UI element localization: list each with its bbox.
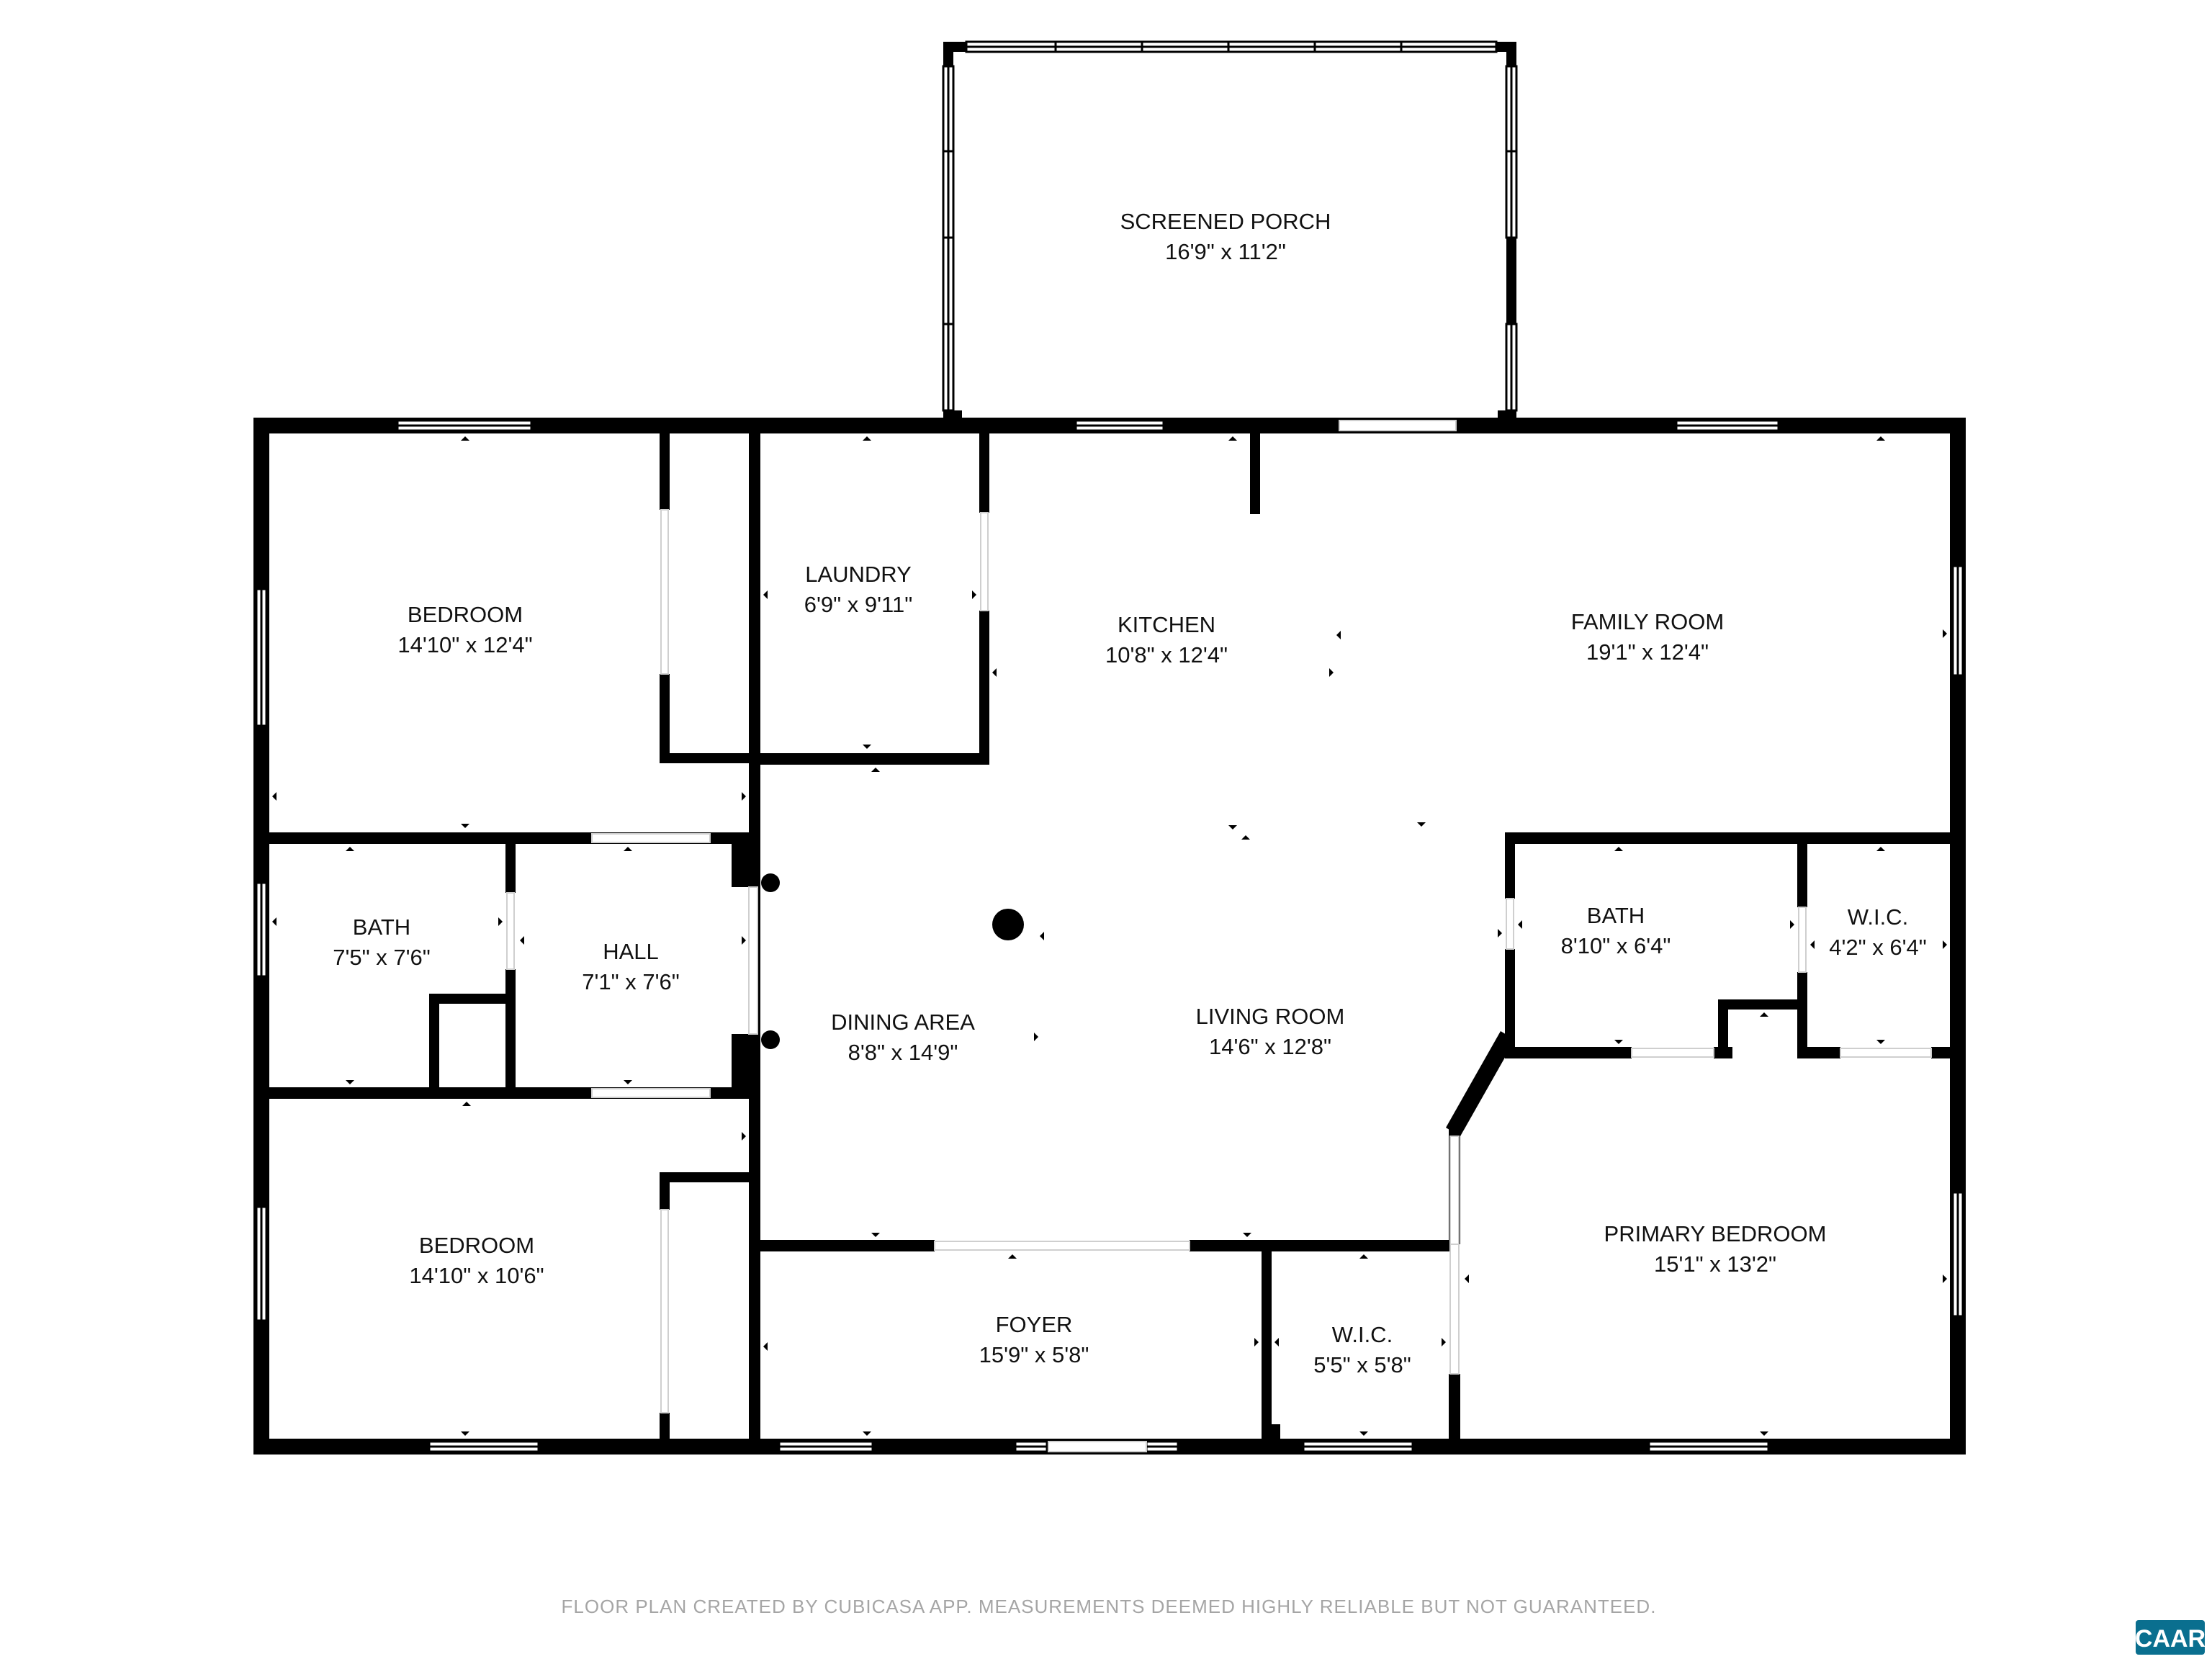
room-label-foyer: FOYER 15'9" x 5'8" (979, 1312, 1089, 1367)
room-name: HALL (603, 939, 659, 964)
room-name: BATH (353, 914, 410, 940)
room-label-living-room: LIVING ROOM 14'6" x 12'8" (1196, 1004, 1345, 1059)
room-name: LAUNDRY (805, 562, 912, 587)
room-name: BEDROOM (408, 602, 523, 627)
room-label-bedroom-2: BEDROOM 14'10" x 10'6" (409, 1233, 544, 1288)
room-label-hall: HALL 7'1" x 7'6" (582, 939, 680, 994)
room-dimensions: 6'9" x 9'11" (804, 592, 912, 617)
fixtures (761, 873, 1024, 1049)
room-label-wic-1: W.I.C. 4'2" x 6'4" (1829, 904, 1927, 960)
room-label-screened-porch: SCREENED PORCH 16'9" x 11'2" (1120, 209, 1331, 264)
caar-logo-text: CAAR (2135, 1625, 2206, 1653)
room-name: DINING AREA (831, 1010, 975, 1035)
room-name: KITCHEN (1118, 612, 1215, 637)
caar-logo-badge (2136, 1620, 2205, 1655)
room-label-laundry: LAUNDRY 6'9" x 9'11" (804, 562, 912, 617)
room-name: BATH (1587, 903, 1645, 928)
room-label-primary-bedroom: PRIMARY BEDROOM 15'1" x 13'2" (1604, 1221, 1827, 1277)
room-dimensions: 4'2" x 6'4" (1829, 935, 1927, 960)
room-dimensions: 14'10" x 12'4" (397, 632, 532, 657)
room-name: FAMILY ROOM (1571, 609, 1724, 634)
room-dimensions: 8'8" x 14'9" (848, 1040, 958, 1065)
windows (255, 40, 1964, 1453)
room-dimensions: 10'8" x 12'4" (1105, 642, 1228, 667)
room-dimensions: 8'10" x 6'4" (1561, 933, 1671, 958)
room-label-dining-area: DINING AREA 8'8" x 14'9" (831, 1010, 975, 1065)
room-name: SCREENED PORCH (1120, 209, 1331, 234)
room-name: W.I.C. (1848, 904, 1908, 930)
room-dimensions: 19'1" x 12'4" (1586, 639, 1709, 665)
room-name: FOYER (996, 1312, 1073, 1337)
room-dimensions: 15'9" x 5'8" (979, 1342, 1089, 1367)
room-dimensions: 14'6" x 12'8" (1209, 1034, 1331, 1059)
door-openings (506, 420, 1932, 1452)
room-dimensions: 16'9" x 11'2" (1165, 239, 1286, 264)
caar-logo: CAAR (2135, 1620, 2206, 1655)
room-dimensions: 7'5" x 7'6" (333, 945, 431, 970)
room-dimensions: 15'1" x 13'2" (1654, 1251, 1776, 1277)
room-name: BEDROOM (419, 1233, 534, 1258)
room-name: W.I.C. (1332, 1322, 1393, 1347)
room-label-family-room: FAMILY ROOM 19'1" x 12'4" (1571, 609, 1724, 665)
room-name: PRIMARY BEDROOM (1604, 1221, 1827, 1246)
measurement-ticks (272, 436, 1947, 1436)
room-dimensions: 7'1" x 7'6" (582, 969, 680, 994)
room-label-kitchen: KITCHEN 10'8" x 12'4" (1105, 612, 1228, 667)
room-dimensions: 5'5" x 5'8" (1313, 1352, 1411, 1377)
room-label-wic-2: W.I.C. 5'5" x 5'8" (1313, 1322, 1411, 1377)
disclaimer-text: FLOOR PLAN CREATED BY CUBICASA APP. MEAS… (562, 1596, 1657, 1617)
room-dimensions: 14'10" x 10'6" (409, 1263, 544, 1288)
room-label-bath-2: BATH 8'10" x 6'4" (1561, 903, 1671, 958)
room-label-bath-1: BATH 7'5" x 7'6" (333, 914, 431, 970)
room-name: LIVING ROOM (1196, 1004, 1345, 1029)
room-label-bedroom-1: BEDROOM 14'10" x 12'4" (397, 602, 532, 657)
